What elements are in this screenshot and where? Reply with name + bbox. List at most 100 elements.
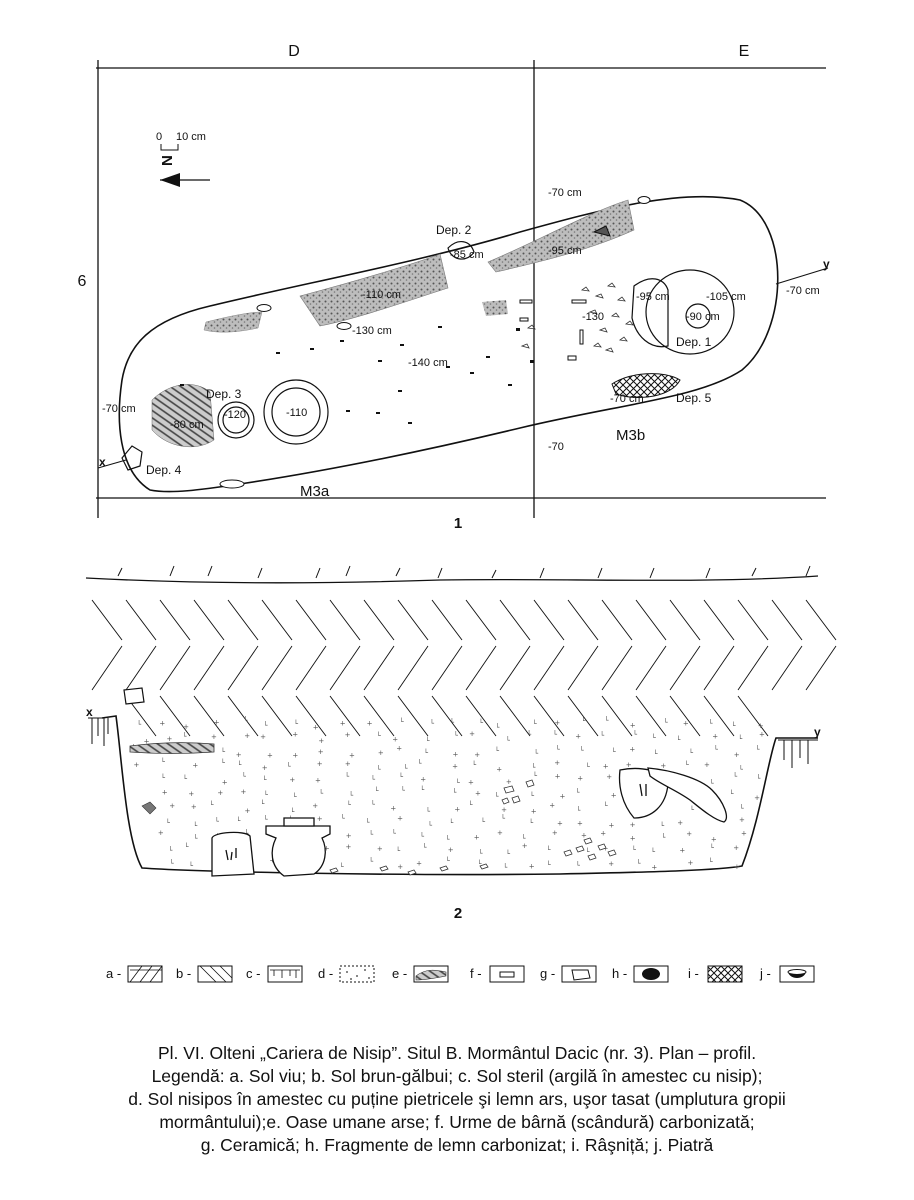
svg-text:└: └ (534, 748, 539, 757)
depth-95-top: -95 cm (548, 245, 582, 257)
svg-text:└: └ (477, 859, 482, 868)
svg-text:+: + (162, 789, 168, 797)
svg-text:+: + (397, 863, 403, 871)
svg-text:+: + (236, 751, 242, 759)
svg-text:└: └ (396, 846, 401, 855)
svg-text:+: + (629, 746, 635, 754)
plan-labels: M3a M3b Dep. 1 Dep. 2 Dep. 3 Dep. 4 Dep.… (102, 187, 820, 500)
stones-fragments (219, 196, 651, 489)
svg-text:└: └ (365, 818, 370, 827)
label-dep5: Dep. 5 (676, 391, 712, 405)
svg-text:└: └ (420, 785, 425, 794)
ceramic-vessels (211, 767, 727, 877)
svg-text:└: └ (501, 814, 506, 823)
svg-text:└: └ (586, 762, 591, 771)
profile-drawing: └+++└└└+++└└└└└└+└└+└+└└+++└++++++└+└└+└… (85, 565, 837, 922)
svg-text:└: └ (756, 774, 761, 783)
legend-key-a: a - (106, 966, 121, 981)
svg-text:+: + (606, 773, 612, 781)
svg-text:+: + (396, 745, 402, 753)
svg-text:└: └ (527, 729, 532, 738)
legend-item-c: c - (246, 965, 303, 983)
svg-text:+: + (318, 748, 324, 756)
svg-text:+: + (651, 863, 657, 871)
plan-axis-y-label: y (823, 257, 830, 271)
svg-text:+: + (222, 779, 228, 787)
svg-text:+: + (712, 733, 718, 741)
svg-text:+: + (549, 801, 555, 809)
svg-text:+: + (313, 724, 319, 732)
svg-text:└: └ (422, 842, 427, 851)
legend-key-h: h - (612, 966, 627, 981)
svg-text:└: └ (166, 818, 171, 827)
svg-text:+: + (158, 829, 164, 837)
svg-text:└: └ (533, 771, 538, 780)
svg-text:+: + (560, 792, 566, 800)
scale-ten-label: 10 cm (176, 131, 206, 143)
svg-text:└: └ (531, 763, 536, 772)
svg-text:└: └ (503, 863, 508, 872)
svg-text:└: └ (290, 807, 295, 816)
grid-label-d: D (288, 43, 300, 60)
svg-text:+: + (346, 832, 352, 840)
svg-text:+: + (192, 762, 198, 770)
svg-text:└: └ (263, 814, 268, 823)
plan-figure-number: 1 (454, 515, 462, 532)
svg-text:+: + (244, 732, 250, 740)
svg-text:+: + (191, 803, 197, 811)
depth-130: -130 cm (352, 325, 392, 337)
svg-text:+: + (529, 863, 535, 871)
svg-text:└: └ (690, 805, 695, 814)
svg-text:└: └ (430, 719, 435, 728)
plan-axis-x-label: x (99, 455, 106, 469)
pot-110-pit (263, 379, 329, 445)
svg-text:└: └ (576, 861, 581, 870)
legend-item-j: j - (759, 965, 815, 983)
svg-text:└: └ (660, 821, 665, 830)
svg-text:└: └ (161, 773, 166, 782)
svg-text:+: + (144, 737, 150, 745)
svg-text:+: + (759, 731, 765, 739)
svg-text:└: └ (532, 719, 537, 728)
svg-text:└: └ (286, 761, 291, 770)
grass-ticks (117, 565, 811, 579)
svg-text:└: └ (579, 746, 584, 755)
svg-text:└: └ (661, 833, 666, 842)
svg-text:└: └ (236, 816, 241, 825)
svg-text:└: └ (452, 788, 457, 797)
svg-text:└: └ (729, 789, 734, 798)
svg-text:└: └ (521, 834, 526, 843)
svg-text:+: + (318, 737, 324, 745)
depth-120: -120 (224, 409, 246, 421)
legend-key-i: i - (688, 966, 699, 981)
svg-text:+: + (317, 760, 323, 768)
legend-item-i: i - (688, 965, 743, 983)
svg-text:└: └ (426, 807, 431, 816)
svg-text:└: └ (478, 849, 483, 858)
svg-text:+: + (267, 751, 273, 759)
svg-text:└: └ (189, 861, 194, 870)
legend-key-g: g - (540, 966, 555, 981)
svg-text:+: + (367, 719, 373, 727)
svg-text:+: + (454, 805, 460, 813)
svg-text:+: + (630, 721, 636, 729)
svg-text:+: + (630, 821, 636, 829)
legend-item-e: e - (392, 965, 449, 983)
svg-text:+: + (679, 846, 685, 854)
scale-bar: 0 10 cm (156, 131, 206, 151)
legend-key-e: e - (392, 966, 407, 981)
svg-text:└: └ (479, 718, 484, 727)
svg-text:└: └ (137, 720, 142, 729)
depth-70-bottom: -70 (548, 441, 564, 453)
svg-text:+: + (468, 779, 474, 787)
svg-text:└: └ (472, 760, 477, 769)
svg-text:└: └ (755, 744, 760, 753)
svg-text:└: └ (341, 814, 346, 823)
svg-text:+: + (600, 830, 606, 838)
svg-text:└: └ (428, 821, 433, 830)
svg-text:└: └ (417, 759, 422, 768)
svg-text:└: └ (161, 757, 166, 766)
svg-text:└: └ (183, 774, 188, 783)
svg-text:└: └ (319, 788, 324, 797)
